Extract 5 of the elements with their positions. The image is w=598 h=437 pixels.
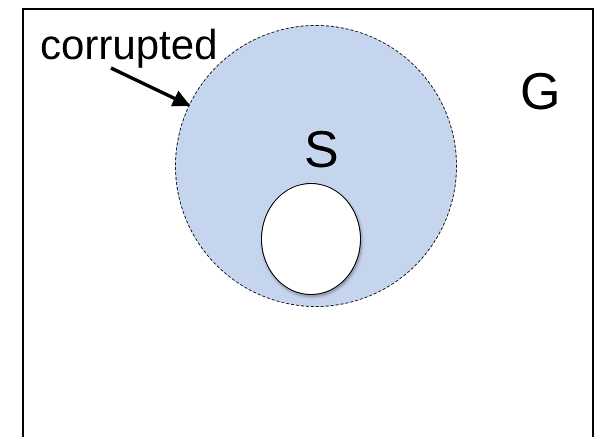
arrow [110, 66, 190, 107]
frame-box [22, 8, 594, 437]
annotation-text: corrupted [40, 24, 218, 66]
region-label: S [304, 124, 339, 176]
region-label: G [520, 66, 560, 118]
